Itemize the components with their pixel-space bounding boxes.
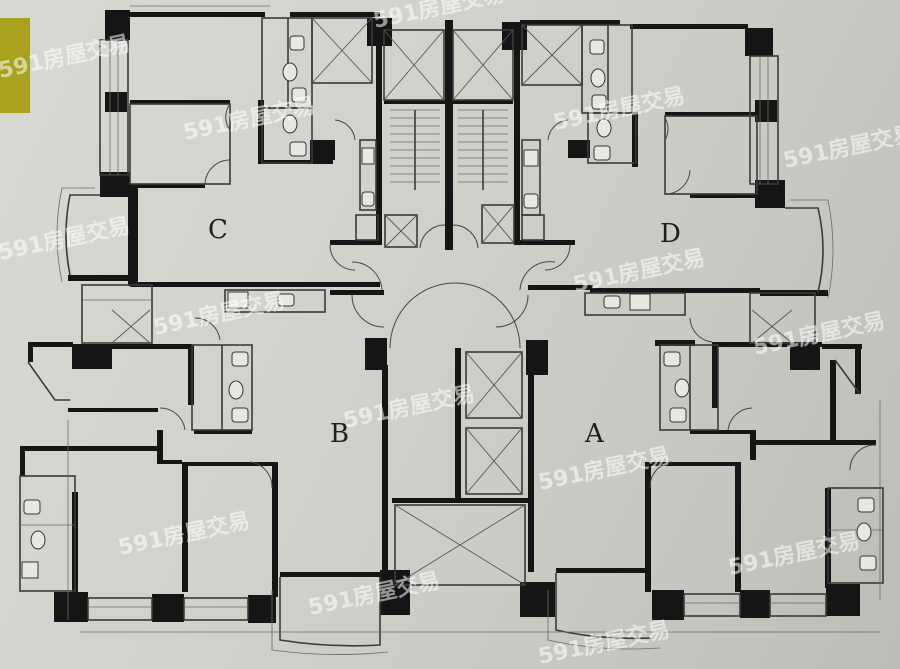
toilet-icon xyxy=(228,380,244,400)
sink-icon xyxy=(603,295,621,309)
sink-icon xyxy=(593,145,611,161)
structural-walls xyxy=(20,10,876,623)
sink-icon xyxy=(523,193,539,209)
shower-icon xyxy=(21,561,39,579)
toilet-icon xyxy=(596,118,612,138)
sink-icon xyxy=(231,407,249,423)
watermark: 591房屋交易 xyxy=(726,528,862,581)
partitions xyxy=(19,5,884,655)
watermark: 591房屋交易 xyxy=(151,288,287,341)
watermark: 591房屋交易 xyxy=(536,443,672,496)
toilet-icon xyxy=(30,530,46,550)
sink-icon xyxy=(669,407,687,423)
sink-icon xyxy=(857,497,875,513)
sink-icon xyxy=(361,191,375,207)
unit-label-b: B xyxy=(330,419,349,449)
sink-icon xyxy=(663,351,681,367)
stove-icon xyxy=(361,147,375,165)
toilet-icon xyxy=(282,62,298,82)
sink-icon xyxy=(23,499,41,515)
yellow-tab xyxy=(0,18,30,113)
unit-label-d: D xyxy=(660,219,681,249)
unit-label-c: C xyxy=(208,215,228,245)
unit-label-a: A xyxy=(584,419,605,449)
door-swings xyxy=(159,103,877,489)
stove-icon xyxy=(227,291,249,309)
stove-icon xyxy=(523,149,539,167)
toilet-icon xyxy=(674,378,690,398)
sink-icon xyxy=(291,87,307,103)
stove-icon xyxy=(629,293,651,311)
sink-icon xyxy=(231,351,249,367)
fixtures xyxy=(21,35,877,579)
sink-icon xyxy=(289,141,307,157)
sink-icon xyxy=(859,555,877,571)
toilet-icon xyxy=(590,68,606,88)
sink-icon xyxy=(591,94,607,110)
sink-icon xyxy=(289,35,305,51)
watermark: 591房屋交易 xyxy=(781,121,900,174)
toilet-icon xyxy=(856,522,872,542)
stair-treads xyxy=(390,109,508,190)
sink-icon xyxy=(589,39,605,55)
toilet-icon xyxy=(282,114,298,134)
watermark: 591房屋交易 xyxy=(371,0,507,34)
sink-icon xyxy=(277,293,295,307)
watermark: 591房屋交易 xyxy=(551,83,687,136)
